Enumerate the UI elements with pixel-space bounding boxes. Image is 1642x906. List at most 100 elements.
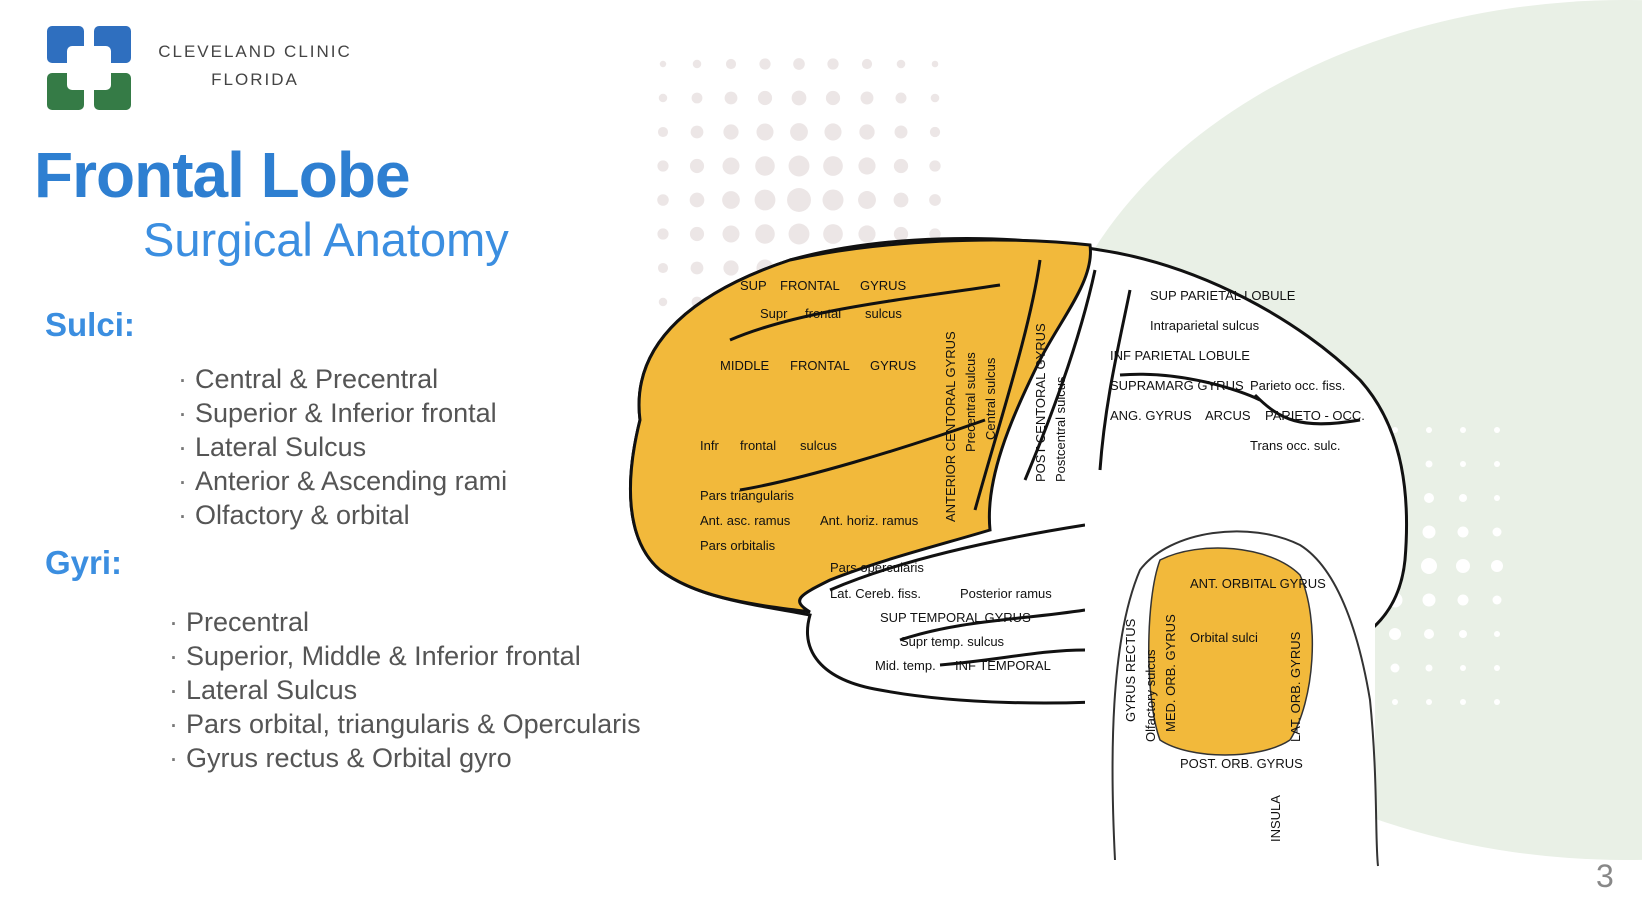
diagram-label: SUP	[740, 278, 767, 293]
gyri-heading: Gyri:	[45, 544, 123, 581]
decor-dot	[756, 123, 774, 141]
page-number: 3	[1596, 858, 1614, 894]
diagram-label: SUP PARIETAL LOBULE	[1150, 288, 1296, 303]
diagram-label: Supr	[760, 306, 788, 321]
diagram-label: Infr	[700, 438, 719, 453]
decor-dot	[929, 228, 941, 240]
decor-dot	[657, 194, 669, 206]
decor-dot	[723, 260, 739, 276]
decor-dot	[1494, 495, 1500, 501]
diagram-label: Intraparietal sulcus	[1150, 318, 1260, 333]
diagram-label: Lat. Cereb. fiss.	[830, 586, 921, 601]
decor-dot	[858, 191, 876, 209]
decor-dot	[722, 225, 740, 243]
decor-dot	[1460, 699, 1466, 705]
decor-dot	[787, 188, 811, 212]
decor-dot	[1494, 461, 1500, 467]
diagram-label: Precentral sulcus	[963, 352, 978, 452]
orbital-frontal-region	[1148, 547, 1314, 756]
decor-dot	[755, 156, 775, 176]
decor-dot	[823, 224, 843, 244]
decor-dot	[1422, 525, 1436, 539]
decor-dot	[1392, 699, 1398, 705]
diagram-label: Parieto occ. fiss.	[1250, 378, 1345, 393]
decor-dot	[822, 189, 844, 211]
diagram-label: LAT. ORB. GYRUS	[1288, 631, 1303, 742]
diagram-label: frontal	[805, 306, 841, 321]
decor-dot	[1424, 493, 1434, 503]
decor-dot	[657, 160, 669, 172]
decor-dot	[793, 58, 805, 70]
decor-dot	[1426, 427, 1432, 433]
decor-dot	[692, 59, 702, 69]
decor-dot	[690, 261, 704, 275]
decor-dot	[1460, 461, 1466, 467]
list-item: Lateral Sulcus	[169, 673, 641, 707]
diagram-label: sulcus	[865, 306, 902, 321]
decor-dot	[861, 58, 873, 70]
diagram-label: FRONTAL	[780, 278, 840, 293]
decor-dot	[931, 60, 939, 68]
diagram-label: Olfactory sulcus	[1143, 649, 1158, 742]
list-item: Lateral Sulcus	[178, 430, 507, 464]
decor-dot	[929, 126, 941, 138]
diagram-label: GYRUS	[870, 358, 917, 373]
list-item: Olfactory & orbital	[178, 498, 507, 532]
decor-dot	[896, 59, 906, 69]
decor-dot	[1460, 665, 1466, 671]
diagram-label: Orbital sulci	[1190, 630, 1258, 645]
decor-dot	[1492, 527, 1502, 537]
decor-dot	[860, 91, 874, 105]
decor-dot	[1389, 628, 1401, 640]
diagram-label: Ant. horiz. ramus	[820, 513, 919, 528]
decor-dot	[1424, 629, 1434, 639]
diagram-label: FRONTAL	[790, 358, 850, 373]
decor-dot	[858, 225, 876, 243]
decor-dot	[827, 58, 839, 70]
decor-dot	[1457, 594, 1469, 606]
sulci-list: Central & Precentral Superior & Inferior…	[178, 362, 507, 532]
decor-dot	[724, 91, 738, 105]
decor-dot	[691, 92, 703, 104]
slide-subtitle: Surgical Anatomy	[143, 213, 509, 266]
decor-dot	[1492, 595, 1502, 605]
decor-dot	[657, 126, 669, 138]
decor-dot	[1459, 630, 1467, 638]
diagram-label: Pars triangularis	[700, 488, 794, 503]
list-item: Superior & Inferior frontal	[178, 396, 507, 430]
decor-dot	[659, 60, 667, 68]
list-item: Superior, Middle & Inferior frontal	[169, 639, 641, 673]
decor-dot	[791, 90, 807, 106]
decor-dot	[754, 189, 776, 211]
decor-dot	[722, 191, 740, 209]
decor-dot	[1426, 699, 1432, 705]
decor-dot	[788, 155, 810, 177]
decor-dot	[790, 123, 808, 141]
brand-line-1: CLEVELAND CLINIC	[158, 42, 352, 61]
diagram-label: Pars orbitalis	[700, 538, 776, 553]
decor-dot	[1460, 427, 1466, 433]
decor-dot	[690, 125, 704, 139]
decor-dot	[689, 192, 705, 208]
decor-dot	[825, 90, 841, 106]
decor-dot	[759, 58, 771, 70]
diagram-label: POST CENTORAL GYRUS	[1033, 323, 1048, 482]
decor-dot	[689, 226, 705, 242]
diagram-label: ANT. ORBITAL GYRUS	[1190, 576, 1326, 591]
decor-dot	[725, 58, 737, 70]
decor-dot	[1459, 494, 1467, 502]
diagram-label: Postcentral sulcus	[1053, 376, 1068, 482]
diagram-label: MIDDLE	[720, 358, 769, 373]
decor-dot	[929, 194, 941, 206]
list-item: Anterior & Ascending rami	[178, 464, 507, 498]
decor-dot	[929, 160, 941, 172]
sulci-heading: Sulci:	[45, 306, 135, 343]
diagram-label: MED. ORB. GYRUS	[1163, 614, 1178, 732]
list-item: Gyrus rectus & Orbital gyro	[169, 741, 641, 775]
diagram-label: Posterior ramus	[960, 586, 1052, 601]
decor-dot	[893, 158, 909, 174]
decor-dot	[1457, 526, 1469, 538]
diagram-label: POST. ORB. GYRUS	[1180, 756, 1303, 771]
diagram-label: Supr temp. sulcus	[900, 634, 1005, 649]
